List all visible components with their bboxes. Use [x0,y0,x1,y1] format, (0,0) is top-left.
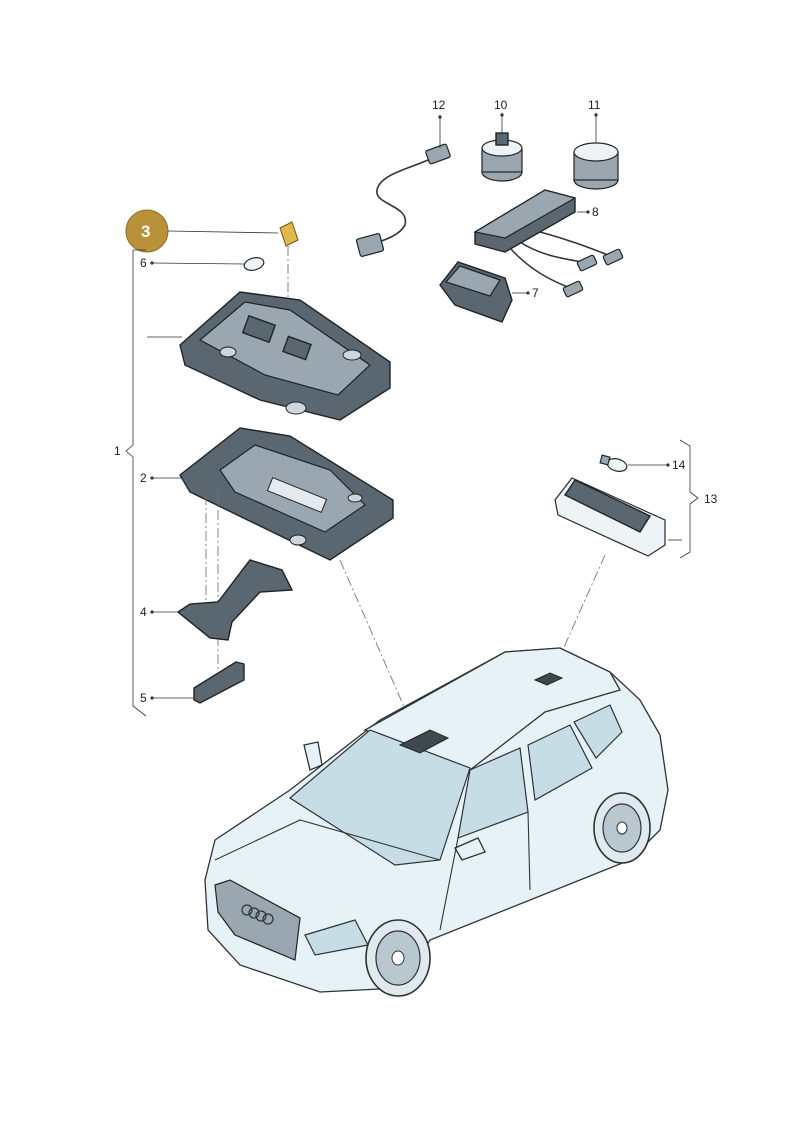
part-10-lamp-socket [481,132,523,182]
bracket-1 [125,249,147,717]
bracket-13 [679,439,699,559]
callout-3: 3 [141,222,150,241]
callout-2: 2 [140,471,147,485]
callout-6: 6 [140,256,147,270]
front-console-location-mark [398,729,450,754]
callout-5: 5 [140,691,147,705]
part-6-bulb [243,257,265,271]
part-5-strip [193,661,245,704]
callout-7: 7 [532,286,539,300]
callout-12: 12 [432,98,446,112]
rear-lamp-location-mark [533,672,564,686]
front-wheel [365,919,431,997]
part-13-rear-interior-lamp [554,477,666,557]
callout-1: 1 [114,444,121,458]
callout-11: 11 [588,98,601,112]
part-12-wiring-harness [355,143,451,257]
part-2-trim-panel [179,427,394,561]
callout-14: 14 [672,458,686,472]
vehicle-illustration [204,647,669,997]
part-11-lamp [573,142,619,190]
leader-3 [167,230,279,234]
part-8-control-module [473,189,624,298]
part-4-cover [176,559,294,641]
part-14-bulb [599,454,628,472]
callout-13: 13 [704,492,718,506]
brand-rings-emblem [241,904,274,925]
part-1-roof-console-housing [179,291,391,421]
part-3-clip [279,221,299,247]
part-7-connector-housing [439,261,513,323]
callout-10: 10 [494,98,508,112]
callout-4: 4 [140,605,147,619]
rear-wheel [593,792,651,864]
leader-6 [151,262,245,265]
callout-8: 8 [592,205,599,219]
